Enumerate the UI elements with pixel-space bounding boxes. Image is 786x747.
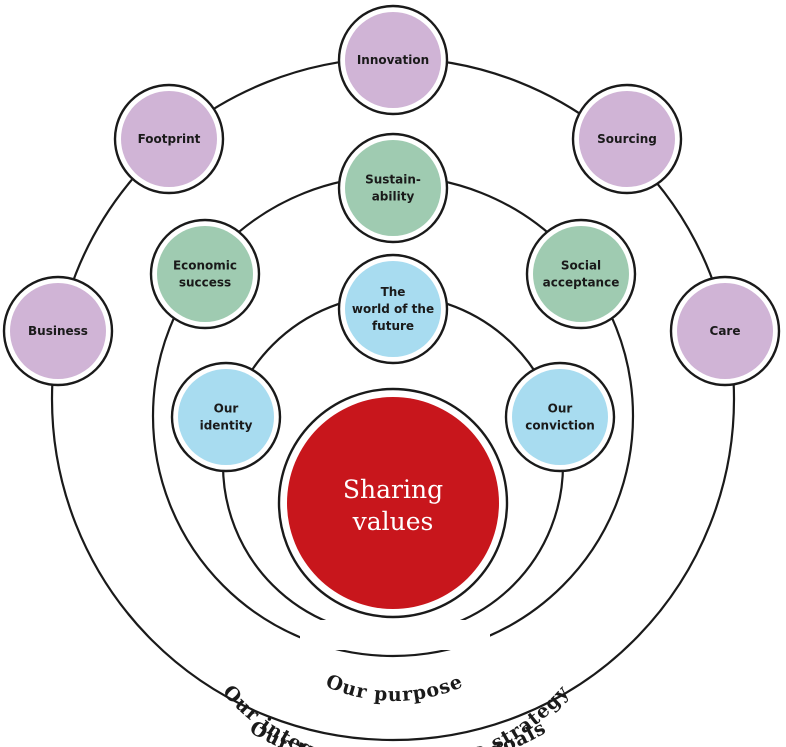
- purpose-arc-label: Our purpose: [323, 670, 467, 706]
- center-node: Sharing values: [277, 387, 509, 619]
- gap-cover: [300, 620, 490, 650]
- node-fill: [512, 369, 608, 465]
- node-label-line: Sustain-: [365, 173, 421, 187]
- node-innovation: Innovation: [337, 4, 449, 116]
- node-fill: [10, 283, 106, 379]
- node-fill: [345, 140, 441, 236]
- node-label-line: Our: [214, 402, 239, 416]
- node-footprint: Footprint: [113, 83, 225, 195]
- node-care: Care: [669, 275, 781, 387]
- node-fill: [533, 226, 629, 322]
- node-label-line: Social: [561, 259, 601, 273]
- node-business: Business: [2, 275, 114, 387]
- node-label-line: The: [381, 285, 406, 299]
- node-fill: [157, 226, 253, 322]
- node-label-line: conviction: [525, 419, 595, 433]
- node-label-line: success: [179, 276, 231, 290]
- node-fill: [579, 91, 675, 187]
- node-label-line: identity: [200, 419, 253, 433]
- node-fill: [121, 91, 217, 187]
- node-economic-success: Economic success: [149, 218, 261, 330]
- node-label-line: future: [372, 319, 414, 333]
- node-sourcing: Sourcing: [571, 83, 683, 195]
- node-our-identity: Our identity: [170, 361, 282, 473]
- node-label-line: world of the: [352, 302, 434, 316]
- node-label-line: ability: [372, 190, 415, 204]
- node-fill: [345, 12, 441, 108]
- node-label-line: Our: [548, 402, 573, 416]
- node-sustainability: Sustain-ability: [337, 132, 449, 244]
- node-label-line: acceptance: [543, 276, 620, 290]
- node-our-conviction: Our conviction: [504, 361, 616, 473]
- node-label-line: Innovation: [357, 53, 429, 67]
- node-world-of-the-future: The world of the future: [337, 253, 449, 365]
- node-label-line: Care: [710, 324, 741, 338]
- center-title-line1: Sharing: [343, 475, 443, 504]
- node-fill: [345, 261, 441, 357]
- node-fill: [677, 283, 773, 379]
- center-title-line2: values: [352, 507, 434, 536]
- center-fill: [287, 397, 499, 609]
- node-label-line: Economic: [173, 259, 237, 273]
- node-fill: [178, 369, 274, 465]
- node-label-line: Sourcing: [597, 132, 657, 146]
- node-label-line: Footprint: [138, 132, 201, 146]
- node-social-acceptance: Social acceptance: [525, 218, 637, 330]
- node-label-line: Business: [28, 324, 88, 338]
